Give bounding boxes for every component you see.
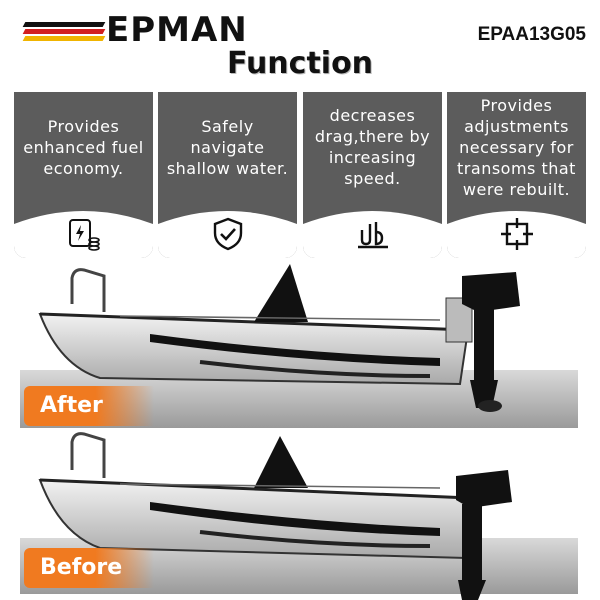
boat-before: [38, 432, 512, 600]
shield-check-icon: [213, 217, 242, 251]
function-card-fuel: Provides enhanced fuel economy.: [14, 92, 153, 258]
function-card-shallow-water: Safely navigate shallow water.: [158, 92, 297, 258]
function-card-drag: decreases drag,there by increasing speed…: [303, 92, 442, 258]
function-card-transom: Provides adjustments necessary for trans…: [447, 92, 586, 258]
after-label: After: [24, 386, 154, 426]
header: EPMAN EPAA13G05 Function: [0, 0, 600, 90]
card-text: Safely navigate shallow water.: [166, 116, 289, 178]
card-text: Provides enhanced fuel economy.: [23, 116, 144, 178]
product-sku: EPAA13G05: [477, 24, 586, 45]
boat-comparison-scene: After Before: [0, 258, 600, 600]
brand-flag-stripes: [22, 22, 106, 44]
brand-logo: EPMAN: [106, 10, 248, 50]
card-text: decreases drag,there by increasing speed…: [314, 106, 431, 188]
boat-after: [38, 264, 520, 412]
speed-drag-icon: [357, 222, 388, 249]
before-label: Before: [24, 548, 154, 588]
section-title: Function: [226, 46, 374, 81]
card-text: Provides adjustments necessary for trans…: [457, 95, 576, 199]
function-cards: Provides enhanced fuel economy. Safely n…: [14, 92, 586, 258]
fuel-economy-icon: [68, 219, 100, 251]
adjustment-crosshair-icon: [500, 218, 533, 250]
